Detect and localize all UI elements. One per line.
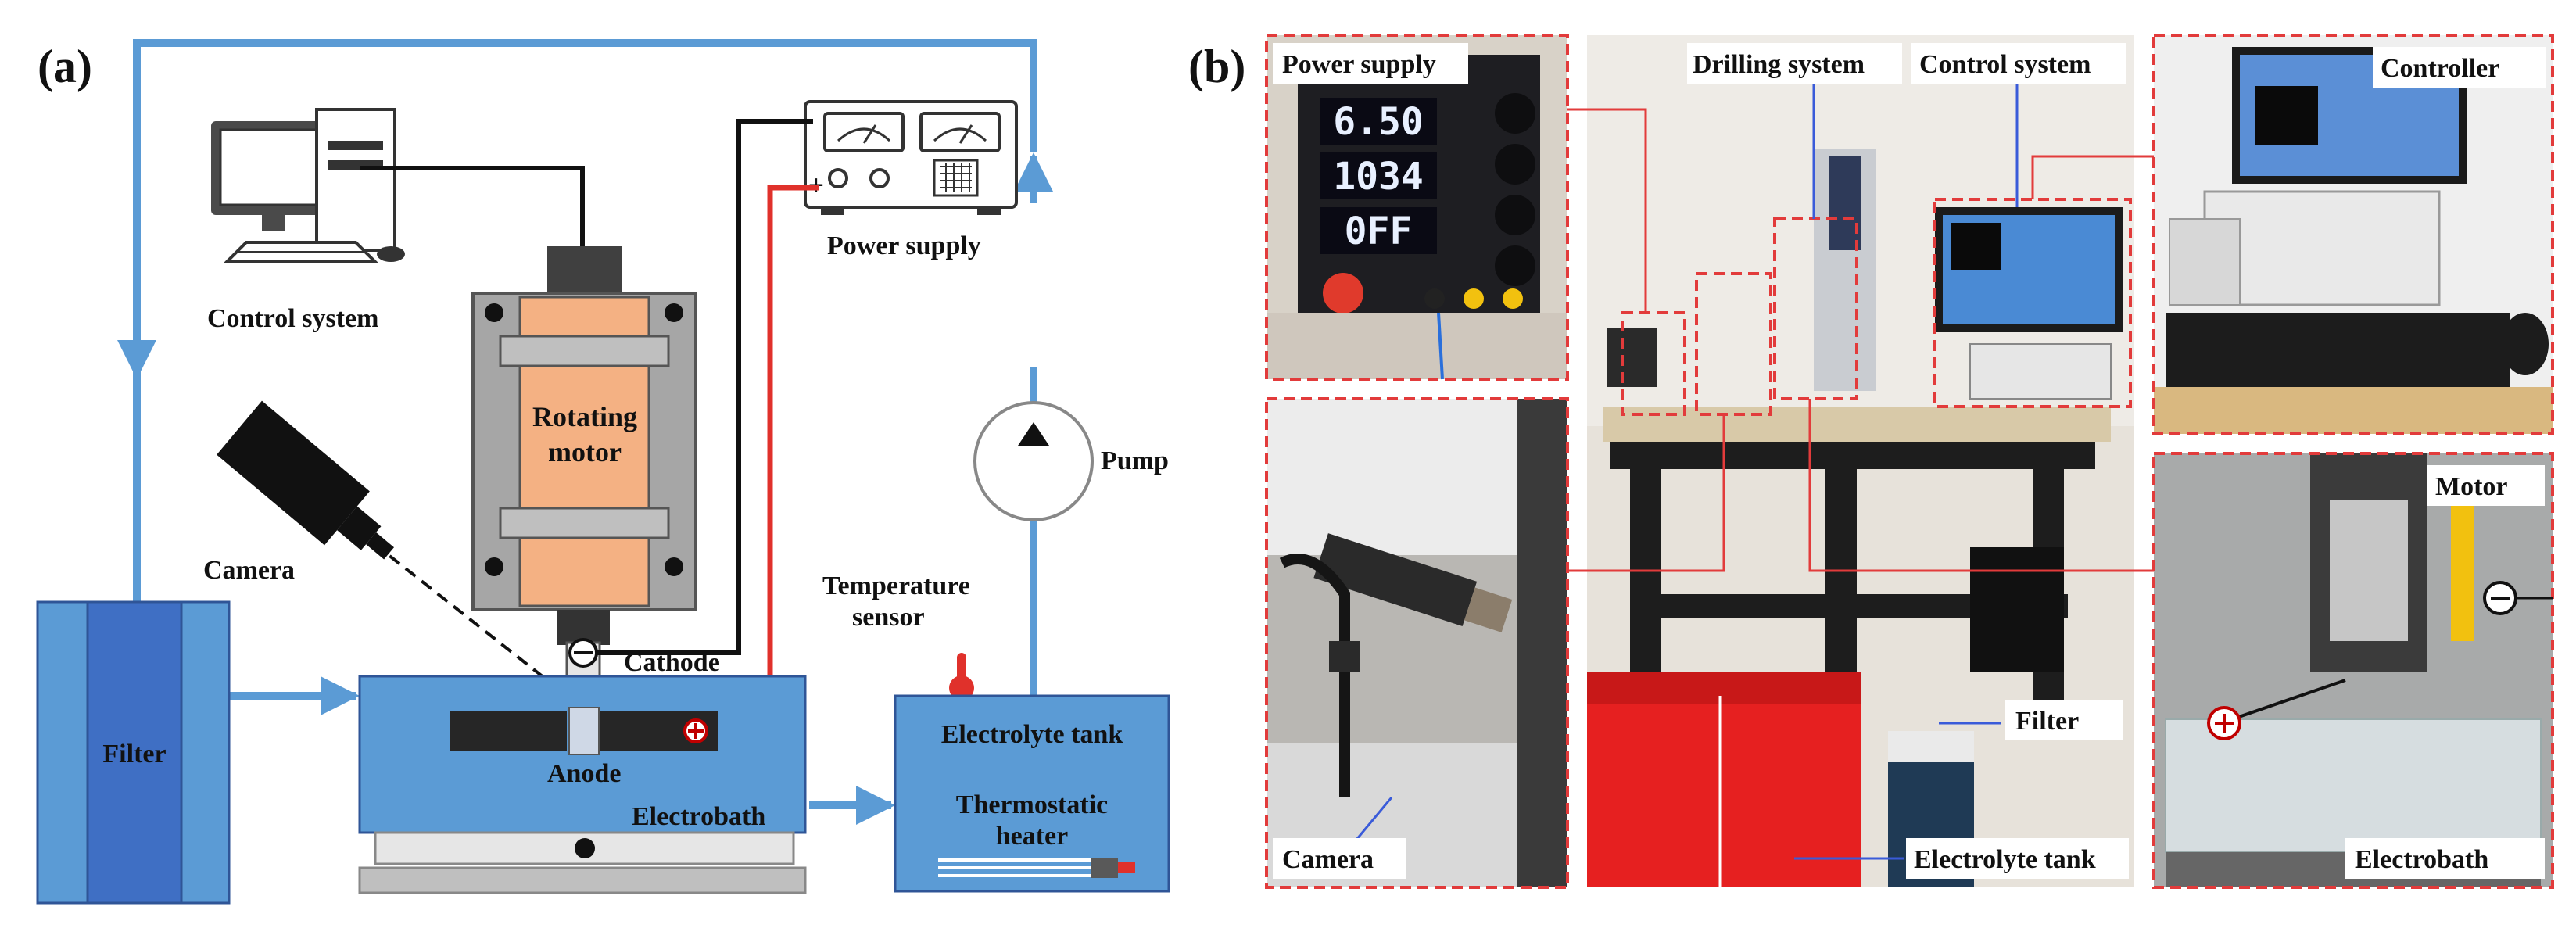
cathode-label: Cathode [624, 648, 720, 677]
temperature-sensor-line2: sensor [852, 603, 925, 632]
label-motor: Motor [2435, 472, 2508, 501]
photo-electrode-markers [2207, 581, 2553, 740]
electrolyte-pipe [117, 39, 1053, 825]
photo-controller [2154, 35, 2553, 434]
label-power-supply: Power supply [1282, 50, 1436, 79]
callout-connectors [1567, 108, 2154, 572]
panel-b: (b) 6.50 1034 0FF [1188, 34, 2554, 889]
label-drilling-system: Drilling system [1693, 50, 1865, 79]
control-cable [360, 166, 585, 246]
psu-display-2: 1034 [1333, 155, 1424, 199]
electrobath-label: Electrobath [632, 802, 765, 831]
camera-label: Camera [203, 556, 295, 585]
pump-symbol [973, 401, 1094, 521]
photo-labels: Power supply Drilling system Control sys… [1273, 43, 2546, 879]
photo-camera [1267, 399, 1567, 887]
electrobath-tank [358, 675, 807, 894]
thermostatic-heater-line1: Thermostatic [956, 790, 1109, 819]
label-filter: Filter [2015, 707, 2079, 736]
photo-main-setup [1587, 35, 2134, 887]
filter-unit: Filter [36, 600, 231, 905]
power-supply-label: Power supply [827, 231, 981, 260]
photo-electrobath [2154, 453, 2553, 887]
photo-power-supply: 6.50 1034 0FF [1267, 35, 1567, 380]
panel-a-tag: (a) [38, 41, 92, 92]
power-supply-unit: + [804, 100, 1018, 215]
heater-element-icon [938, 858, 1135, 878]
negative-wire [596, 119, 813, 655]
label-controller: Controller [2381, 54, 2499, 83]
label-control-system: Control system [1919, 50, 2091, 79]
thermometer-icon [949, 653, 974, 700]
psu-display-1: 6.50 [1333, 100, 1424, 144]
anode-label: Anode [547, 759, 621, 788]
label-electrobath: Electrobath [2355, 845, 2488, 874]
pump-label: Pump [1101, 446, 1169, 475]
electrolyte-tank-label: Electrolyte tank [941, 720, 1123, 749]
electrolyte-tank: Electrolyte tank Thermostatic heater [894, 694, 1170, 893]
psu-display-3: 0FF [1345, 210, 1413, 253]
control-system-label: Control system [207, 304, 378, 333]
label-camera: Camera [1282, 845, 1374, 874]
callout-frames [1265, 34, 2554, 889]
thermostatic-heater-line2: heater [996, 822, 1069, 851]
label-electrolyte-tank: Electrolyte tank [1914, 845, 2096, 874]
camera-icon [217, 400, 549, 682]
panel-a: (a) Filter Contr [36, 39, 1170, 905]
computer-icon [211, 108, 405, 263]
panel-b-tag: (b) [1188, 41, 1245, 92]
filter-label: Filter [102, 740, 166, 769]
temperature-sensor-line1: Temperature [822, 571, 970, 600]
rotating-motor-line1: Rotating [532, 401, 637, 432]
rotating-motor-line2: motor [548, 436, 622, 468]
